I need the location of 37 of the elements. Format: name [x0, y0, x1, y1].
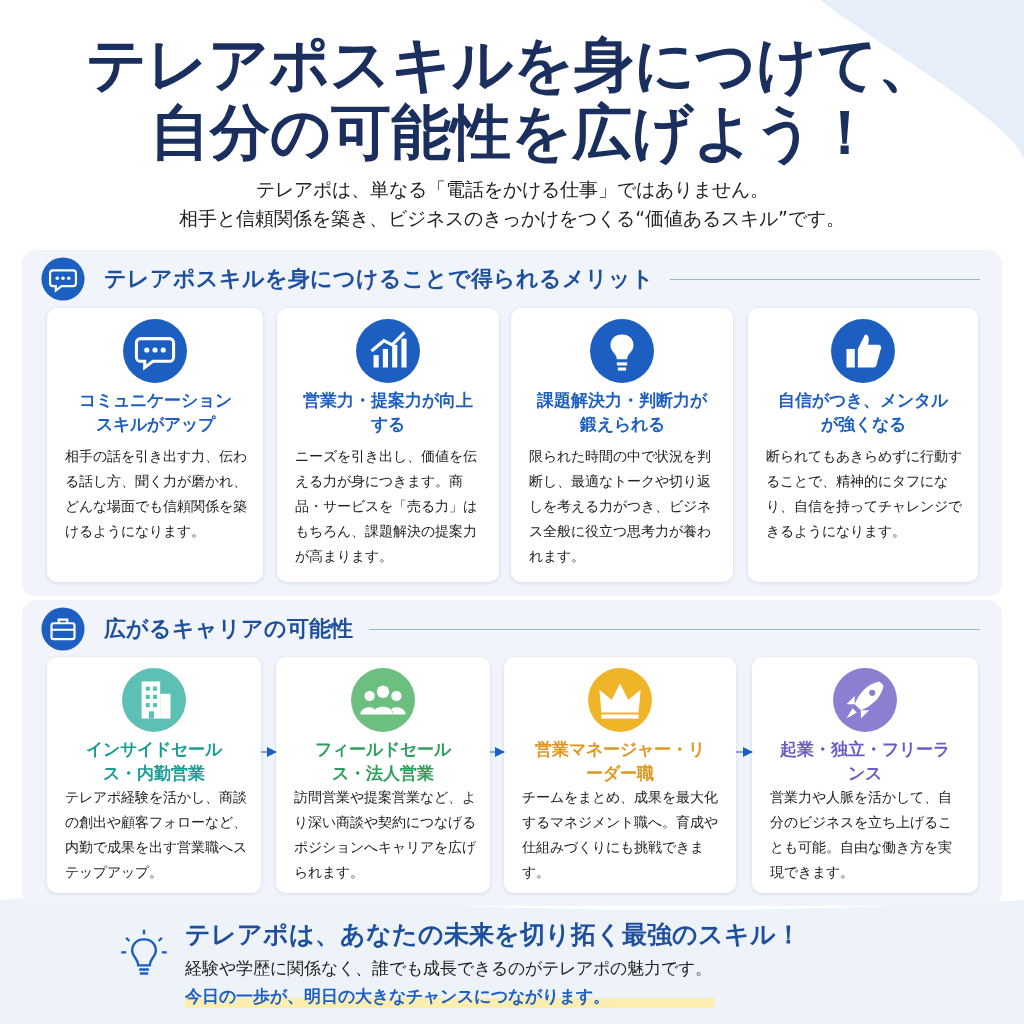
card: [752, 657, 978, 893]
highlighted-text: 今日の一歩が、明日の大きなチャンスにつながります。: [185, 984, 715, 1008]
card: [47, 308, 263, 582]
section-heading: テレアポスキルを身につけることで得られるメリット: [104, 265, 654, 293]
arrow: [489, 747, 505, 757]
arrow: [735, 747, 753, 757]
card-text: テレアポ経験を活かし、商談の創出や顧客フォローなど、内勤で成果を出す営業職へステップアップ。: [65, 788, 247, 882]
card-text: 営業力や人脈を活かして、自分のビジネスを立ち上げることも可能。自由な働き方を実現できます。: [770, 788, 953, 882]
card-heading: 営業力・提案力が向上する: [302, 389, 474, 436]
card: [748, 308, 978, 582]
section-panel: [22, 250, 1002, 596]
card-heading: インサイドセールス・内勤営業: [85, 738, 224, 785]
card: [276, 657, 490, 893]
card-text: 訪問営業や提案営業など、より深い商談や契約につなげるポジションへキャリアを広げられます。: [294, 788, 476, 882]
card-heading: 課題解決力・判断力が鍛えられる: [536, 389, 709, 436]
card-text: 限られた時間の中で状況を判断し、最適なトークや切り返しを考える力がつき、ビジネス全般に役立つ思考力が養われます。: [529, 447, 712, 566]
card: [504, 657, 736, 893]
card-text: ニーズを引き出し、価値を伝える力が身につきます。商品・サービスを「売る力」はもちろん、課題解決の提案力が高まります。: [295, 447, 478, 566]
card-heading: フィールドセールス・法人営業: [314, 738, 453, 785]
tagline: テレアポは、あなたの未来を切り拓く最強のスキル！: [185, 919, 802, 951]
section-panel: [22, 600, 1002, 906]
subtitle: 相手と信頼関係を築き、ビジネスのきっかけをつくる“価値あるスキル”です。: [178, 206, 846, 231]
card-text: 相手の話を引き出す力、伝わる話し方、聞く力が磨かれ、どんな場面でも信頼関係を築けるようになります。: [65, 447, 248, 541]
title: テレアポスキルを身につけて、自分の可能性を広げよう！: [85, 30, 939, 166]
arrow: [260, 747, 277, 757]
card: [277, 308, 499, 582]
section-heading: 広がるキャリアの可能性: [104, 615, 353, 643]
card-text: 断られてもあきらめずに行動することで、精神的にタフになり、自信を持ってチャレンジできるようになります。: [766, 447, 963, 541]
card-heading: コミュニケーションスキルがアップ: [77, 389, 233, 436]
card: [47, 657, 261, 893]
card-heading: 起業・独立・フリーランス: [779, 738, 951, 785]
body-text: 経験や学歴に関係なく、誰でも成長できるのがテレアポの魅力です。: [185, 957, 713, 980]
subtitle: テレアポは、単なる「電話をかける仕事」ではありません。: [254, 177, 770, 202]
card-heading: 営業マネージャー・リーダー職: [534, 738, 706, 785]
card-heading: 自信がつき、メンタルが強くなる: [777, 389, 950, 436]
card-text: チームをまとめ、成果を最大化するマネジメント職へ。育成や仕組みづくりにも挑戦できます。: [522, 788, 719, 882]
card: [511, 308, 733, 582]
